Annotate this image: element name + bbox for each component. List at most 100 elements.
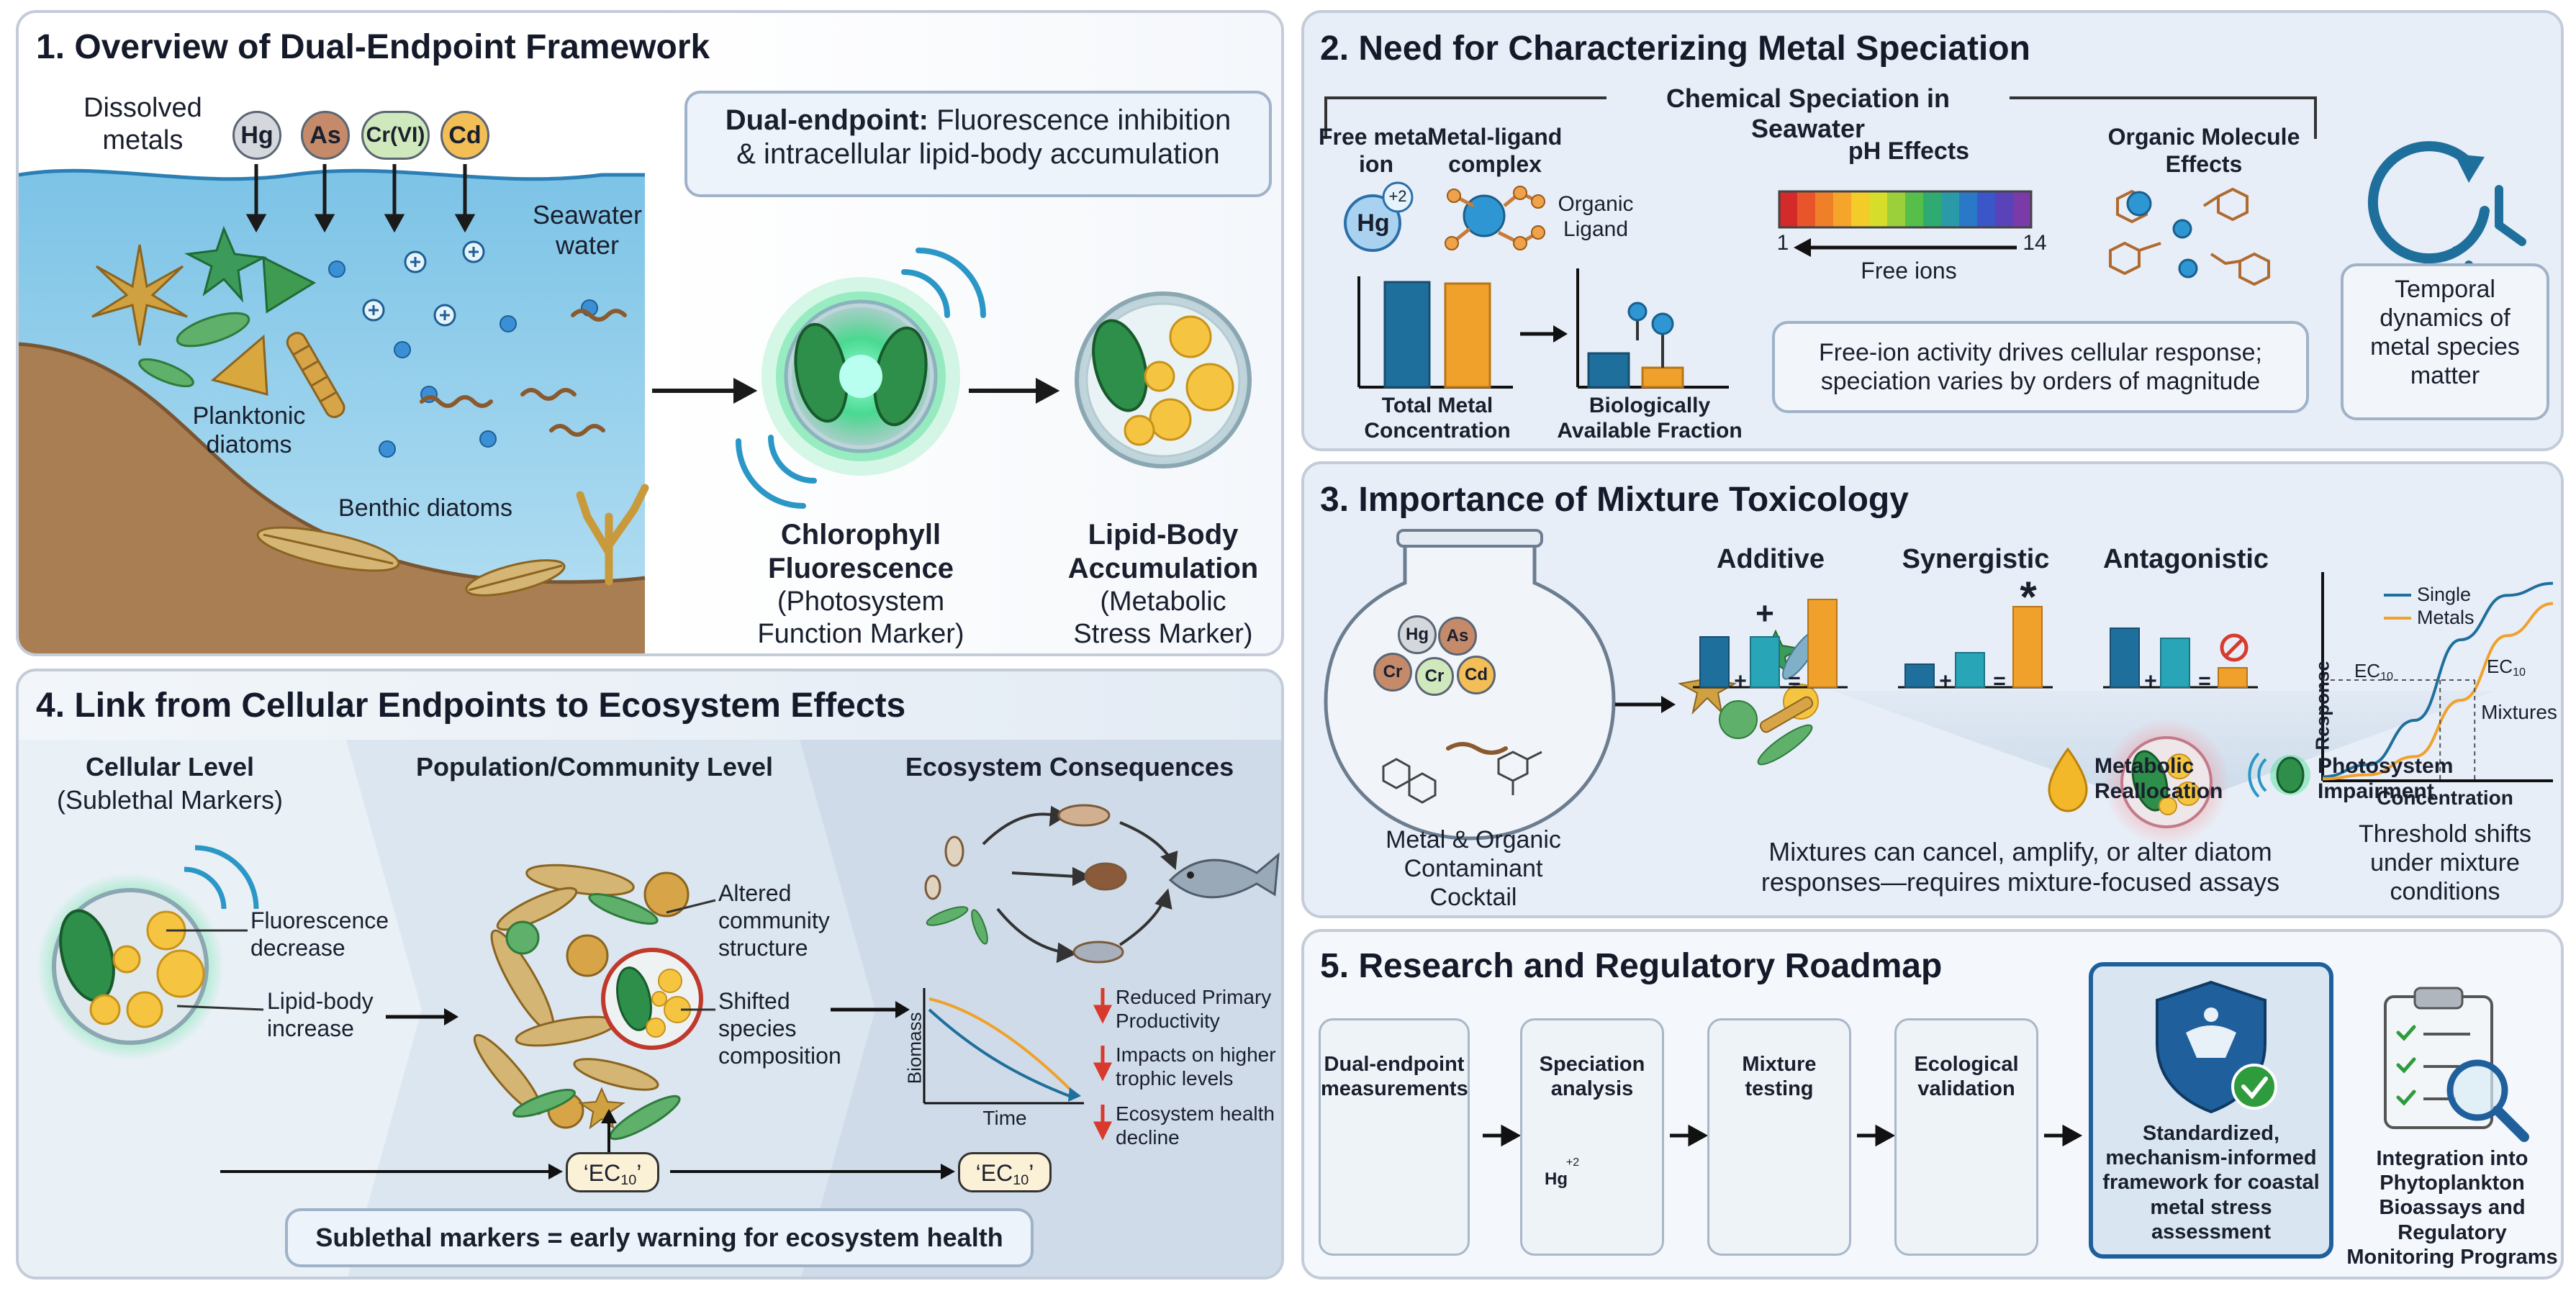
dual-endpoint-box: Dual-endpoint: Fluorescence inhibition &… (684, 91, 1272, 197)
dual-endpoint-text: Fluorescence inhibition & intracellular … (736, 104, 1231, 171)
chart-series-metals (2322, 602, 2554, 781)
mixture-summary: Mixtures can cancel, amplify, or alter d… (1761, 837, 2280, 897)
legend-metals: Metals (2417, 607, 2475, 628)
dose-response-chart (2321, 572, 2554, 782)
flask-metal-cr: Cr (1373, 653, 1412, 692)
early-warning-banner: Sublethal markers = early warning for ec… (285, 1208, 1034, 1267)
fluor-label: Fluorescence decrease (250, 907, 389, 961)
mixtures-label: Mixtures (2481, 701, 2557, 723)
cocktail-label: Metal & Organic Contaminant Cocktail (1386, 826, 1561, 912)
panel-title: 1. Overview of Dual-Endpoint Framework (36, 28, 710, 66)
roadmap-step-3: Mixture testing (1707, 1018, 1851, 1256)
roadmap-step-2: Speciation analysis (1520, 1018, 1664, 1256)
population-title: Population/Community Level (415, 752, 774, 782)
decline-label: Ecosystem health decline (1116, 1102, 1275, 1149)
panel-speciation: 2. Need for Characterizing Metal Speciat… (1301, 10, 2564, 451)
panel-overview: 1. Overview of Dual-Endpoint Framework (16, 10, 1284, 656)
ec10-left: EC10 (2354, 660, 2394, 684)
threshold-label: Threshold shifts under mixture condition… (2359, 820, 2531, 906)
ligand-label: Organic Ligand (1558, 192, 1634, 242)
shifted-label: Shifted species composition (718, 988, 841, 1069)
hg-ion: Hg (1357, 209, 1390, 237)
chlorophyll-subtitle: (Photosystem Function Marker) (757, 586, 964, 649)
additive-plus: + (1734, 669, 1747, 693)
framework-box: Standardized, mechanism-informed framewo… (2089, 962, 2333, 1259)
metabolic-label: Metabolic Reallocation (2094, 754, 2223, 804)
cellular-title: Cellular Level (85, 752, 255, 782)
ecosystem-title: Ecosystem Consequences (905, 752, 1234, 782)
prohibit-icon (2220, 633, 2249, 662)
flask-metal-cd: Cd (1457, 656, 1496, 694)
biomass-label: Biomass (903, 1012, 926, 1084)
clock-icon (2367, 141, 2526, 278)
panel-title: 4. Link from Cellular Endpoints to Ecosy… (36, 687, 906, 725)
flask-metal-hg: Hg (1398, 615, 1437, 654)
metal-badge-cr: Cr(VI) (361, 111, 430, 160)
ph-title: pH Effects (1848, 137, 1970, 165)
legend-single: Single (2417, 584, 2472, 605)
metal-badge-hg: Hg (232, 111, 281, 160)
benthic-label: Benthic diatoms (338, 494, 512, 522)
panel-title: 3. Importance of Mixture Toxicology (1320, 481, 1909, 519)
ec10-right: EC10 (2486, 656, 2526, 679)
antagonistic-equals: = (2198, 669, 2211, 693)
lipid-title: Lipid-Body Accumulation (1067, 519, 1259, 585)
panel-roadmap: 5. Research and Regulatory Roadmap (1301, 929, 2564, 1279)
synergistic-star: * (2020, 573, 2037, 621)
speciation-graphics (1324, 85, 2526, 389)
ec10-badge-ecosystem: ‘EC10’ (958, 1152, 1052, 1192)
ecosystem-graphics (19, 740, 1281, 1277)
synergistic-label: Synergistic (1902, 544, 2050, 574)
altered-label: Altered community structure (718, 880, 830, 961)
complex-label: Metal-ligand complex (1427, 124, 1563, 177)
chart-ylabel: Response (2311, 661, 2333, 751)
ec10-badge-community: ‘EC10’ (566, 1152, 659, 1192)
roadmap-hg-charge: +2 (1565, 1156, 1580, 1169)
chart-xlabel: Concentration (2377, 787, 2513, 809)
additive-equals: = (1788, 669, 1801, 693)
roadmap-hg: Hg (1545, 1169, 1568, 1189)
temporal-box: Temporal dynamics of metal species matte… (2341, 263, 2549, 420)
dissolved-metals-label: Dissolved metals (83, 93, 202, 155)
flask-metal-cr2: Cr (1415, 657, 1454, 696)
planktonic-label: Planktonic diatoms (192, 402, 306, 459)
antagonistic-plus: + (2144, 669, 2157, 693)
photosystem-label: Photosystem Impairment (2318, 754, 2454, 804)
hg-charge: +2 (1388, 187, 1407, 205)
impacts-label: Impacts on higher trophic levels (1116, 1043, 1276, 1090)
lipid-subtitle: (Metabolic Stress Marker) (1073, 586, 1253, 649)
panel-ecosystem: 4. Link from Cellular Endpoints to Ecosy… (16, 669, 1284, 1279)
roadmap-step-4: Ecological validation (1894, 1018, 2038, 1256)
roadmap-step-1: Dual-endpoint measurements (1319, 1018, 1470, 1256)
ph-high: 14 (2023, 231, 2047, 255)
organic-label: Organic Molecule Effects (2107, 124, 2300, 177)
bio-label: Biologically Available Fraction (1557, 394, 1743, 443)
metal-badge-as: As (301, 111, 350, 160)
magnifier-icon (2446, 1059, 2529, 1142)
panel-title: 2. Need for Characterizing Metal Speciat… (1320, 30, 2030, 68)
dual-endpoint-bold: Dual-endpoint: (725, 104, 928, 136)
panel-mixture: 3. Importance of Mixture Toxicology (1301, 461, 2564, 918)
ocean-scene (19, 164, 1252, 653)
ph-low: 1 (1776, 231, 1789, 255)
chlorophyll-title: Chlorophyll Fluorescence (768, 519, 954, 585)
free-ion-note: Free-ion activity drives cellular respon… (1772, 321, 2309, 413)
lipid-label: Lipid-body increase (267, 988, 374, 1041)
cellular-subtitle: (Sublethal Markers) (56, 785, 284, 815)
reduced-label: Reduced Primary Productivity (1116, 986, 1272, 1033)
panel-title: 5. Research and Regulatory Roadmap (1320, 947, 1943, 985)
flask-metal-as: As (1438, 617, 1477, 656)
time-label: Time (982, 1107, 1027, 1129)
free-ions-label: Free ions (1861, 258, 1957, 284)
additive-label: Additive (1717, 544, 1825, 574)
free-ion-label: Free metal ion (1318, 124, 1434, 177)
bracket-label: Chemical Speciation in Seawater (1666, 83, 1951, 144)
integration-label: Integration into Phytoplankton Bioassays… (2346, 1147, 2558, 1269)
total-label: Total Metal Concentration (1364, 394, 1511, 443)
metal-badge-cd: Cd (440, 111, 489, 160)
synergistic-plus: + (1939, 669, 1952, 693)
antagonistic-label: Antagonistic (2102, 544, 2269, 574)
additive-plus-top: + (1755, 596, 1774, 631)
synergistic-equals: = (1993, 669, 2006, 693)
